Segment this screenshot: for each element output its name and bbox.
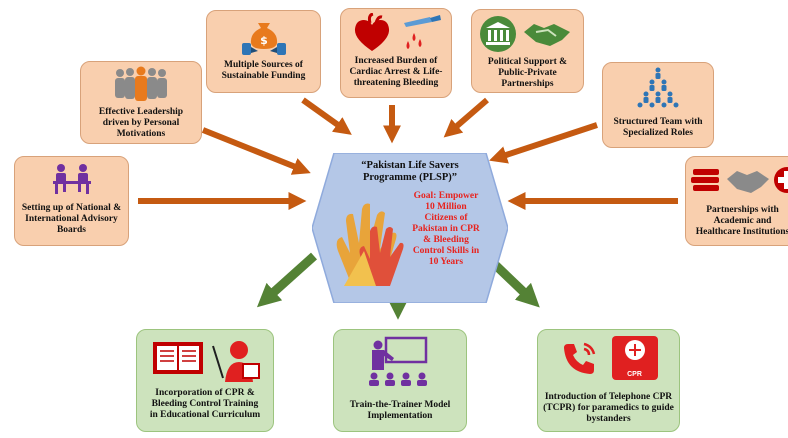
- arrow-political: [443, 97, 489, 138]
- input-label: Increased Burden of Cardiac Arrest & Lif…: [349, 56, 443, 88]
- meeting-icon: [52, 164, 91, 194]
- center-hexagon: [312, 153, 508, 303]
- svg-text:$: $: [260, 34, 268, 47]
- input-label: Effective Leadership driven by Personal …: [98, 107, 184, 139]
- input-label: Setting up of National & International A…: [21, 203, 122, 235]
- arrow-structured-team: [489, 122, 598, 164]
- team-leader-icon: [115, 66, 167, 101]
- heart-bleeding-icon: [354, 13, 441, 51]
- education-icon: [153, 341, 260, 382]
- input-label: Structured Team with Specialized Roles: [613, 117, 703, 138]
- input-box-political: Political Support & Public-Private Partn…: [471, 9, 584, 93]
- cpr-hands-icon: [624, 340, 645, 360]
- output-label: Train-the-Trainer Model Implementation: [349, 400, 451, 421]
- center-goal: Goal: Empower 10 Million Citizens of Pak…: [412, 191, 480, 267]
- pyramid-team-icon: [637, 67, 679, 108]
- output-label: Incorporation of CPR & Bleeding Control …: [149, 388, 261, 420]
- phone-icon: [563, 342, 595, 374]
- money-bag-icon: $: [241, 23, 286, 55]
- input-box-partnerships: Partnerships with Academic and Healthcar…: [685, 156, 788, 246]
- cpr-badge-text: CPR: [627, 371, 642, 378]
- input-label: Partnerships with Academic and Healthcar…: [695, 205, 788, 237]
- output-box-telephone-cpr: CPR Introduction of Telephone CPR (TCPR)…: [537, 329, 680, 432]
- input-label: Political Support & Public-Private Partn…: [487, 57, 568, 89]
- government-handshake-icon: [479, 16, 570, 52]
- input-box-funding: $ Multiple Sources of Sustainable Fundin…: [206, 10, 321, 93]
- input-label: Multiple Sources of Sustainable Funding: [221, 60, 306, 81]
- input-box-structured-team: Structured Team with Specialized Roles: [602, 62, 714, 148]
- cpr-badge: CPR: [611, 336, 658, 380]
- telephone-cpr-icon: CPR: [560, 336, 658, 380]
- raised-hands-icon: [336, 203, 404, 286]
- arrow-curriculum: [256, 252, 318, 308]
- input-box-advisory-boards: Setting up of National & International A…: [14, 156, 129, 246]
- academic-health-icon: [690, 167, 788, 193]
- output-label: Introduction of Telephone CPR (TCPR) for…: [543, 392, 674, 424]
- arrow-funding: [301, 97, 352, 135]
- arrow-leadership: [201, 127, 311, 175]
- center-title: “Pakistan Life Savers Programme (PLSP)”: [361, 160, 459, 183]
- input-box-leadership: Effective Leadership driven by Personal …: [80, 61, 202, 144]
- trainer-icon: [369, 336, 428, 386]
- output-box-train-trainer: Train-the-Trainer Model Implementation: [333, 329, 467, 432]
- output-box-curriculum: Incorporation of CPR & Bleeding Control …: [136, 329, 274, 432]
- input-box-burden: Increased Burden of Cardiac Arrest & Lif…: [340, 8, 452, 98]
